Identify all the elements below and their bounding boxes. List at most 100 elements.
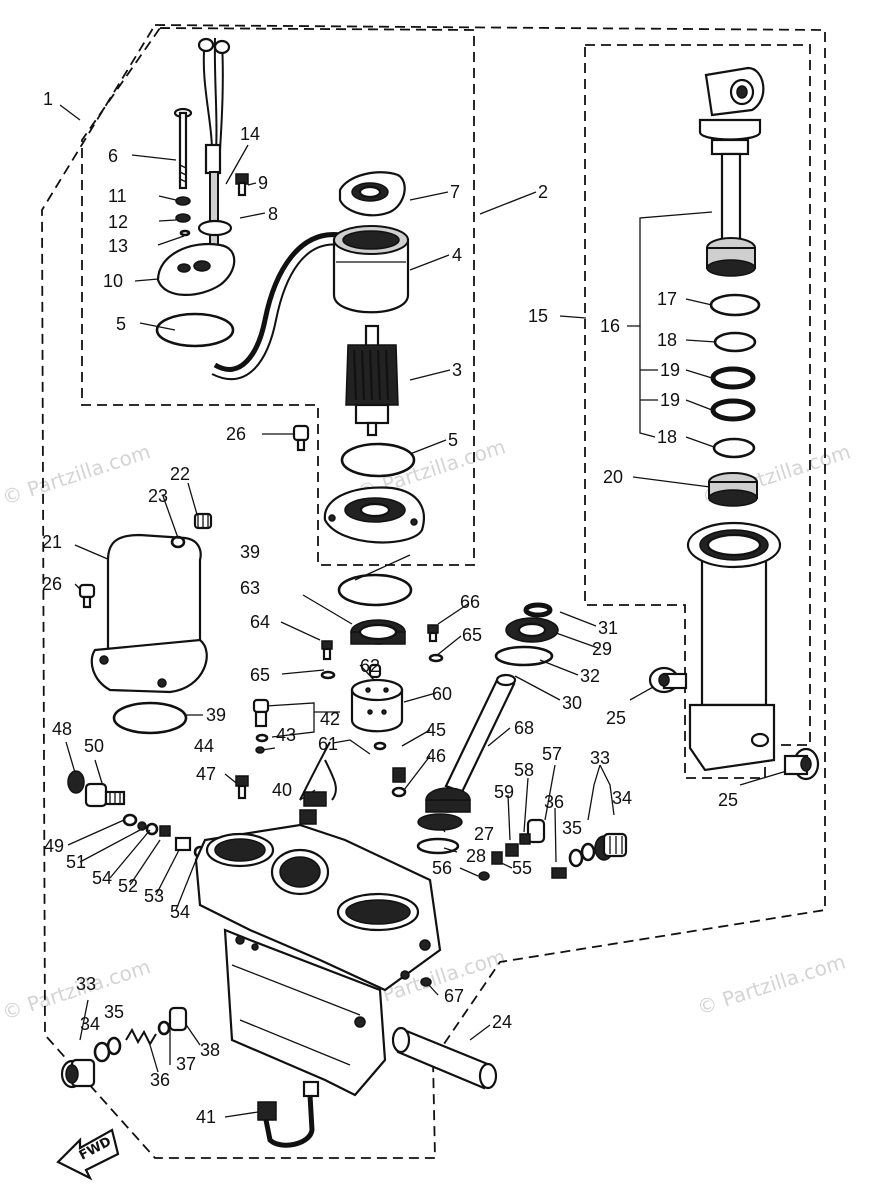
oring-35-right	[568, 848, 584, 868]
callout-label: 25	[718, 790, 738, 810]
pipe-40	[299, 741, 337, 825]
callout-label: 4	[452, 245, 462, 265]
cap-29	[505, 617, 559, 643]
oring-43	[255, 733, 269, 743]
callout-label: 31	[598, 618, 618, 638]
watermark-text: © Partzilla.com	[0, 439, 153, 510]
bolt-47	[235, 775, 249, 800]
callout-label: 68	[514, 718, 534, 738]
plug-57	[526, 818, 546, 844]
callout-label: 17	[657, 289, 677, 309]
oring-23	[170, 535, 186, 549]
callout-label: 55	[512, 858, 532, 878]
oring-65-right	[428, 653, 444, 663]
callout-label: 36	[544, 792, 564, 812]
washer-12	[175, 213, 191, 223]
leader-lines	[59, 104, 791, 1118]
callout-label: 15	[528, 306, 548, 326]
callout-label: 22	[170, 464, 190, 484]
callout-label: 62	[360, 656, 380, 676]
callout-label: 16	[600, 316, 620, 336]
callout-label: 20	[603, 467, 623, 487]
oring-5-lower	[340, 442, 416, 478]
callout-label: 64	[250, 612, 270, 632]
watermark-text: © Partzilla.com	[694, 949, 848, 1020]
callout-label: 3	[452, 360, 462, 380]
oring-39-lower	[112, 701, 188, 735]
callout-label: 45	[426, 720, 446, 740]
oring-31	[523, 602, 553, 618]
screw-26-lower	[78, 583, 96, 609]
callout-label: 11	[108, 186, 127, 206]
callout-labels: 1 2 3 4 5 5 6 7 8 9 10 11 12 13 14 15 16…	[42, 89, 738, 1127]
plug-62	[368, 663, 382, 679]
callout-label: 57	[542, 744, 562, 764]
motor-housing-4	[332, 225, 410, 314]
cylinder-assembly	[686, 66, 782, 772]
callout-label: 21	[42, 532, 62, 552]
plug-33-left	[60, 1058, 96, 1089]
callout-label: 58	[514, 760, 534, 780]
backup-ring-19-upper	[710, 366, 756, 390]
piston-52	[159, 825, 171, 837]
fwd-arrow-icon	[56, 1128, 120, 1181]
oring-30	[494, 645, 554, 667]
motor-assembly-2-outline	[81, 27, 475, 566]
callout-label: 60	[432, 684, 452, 704]
callout-label: 13	[108, 236, 128, 256]
callout-label: 23	[148, 486, 168, 506]
ring-63	[350, 619, 406, 645]
callout-label: 35	[104, 1002, 124, 1022]
ring-46	[391, 786, 407, 798]
callout-label: 1	[43, 89, 53, 109]
screw-67	[420, 977, 432, 987]
callout-label: 50	[84, 736, 104, 756]
oring-27	[417, 813, 463, 831]
oring-49	[122, 813, 138, 827]
oring-17	[709, 293, 761, 317]
shaft-68	[425, 673, 517, 813]
callout-label: 53	[144, 886, 164, 906]
ball-44	[255, 746, 265, 754]
callout-label: 54	[170, 902, 190, 922]
callout-label: 19	[660, 390, 680, 410]
oring-35-left	[106, 1036, 122, 1056]
pin-25-left	[648, 666, 688, 694]
callout-label: 18	[657, 427, 677, 447]
bolt-6	[173, 107, 193, 190]
callout-label: 37	[176, 1054, 196, 1074]
spring-36-left	[125, 1027, 157, 1047]
valve-50	[84, 782, 126, 808]
callout-label: 44	[194, 736, 214, 756]
callout-label: 38	[200, 1040, 220, 1060]
oring-39-upper	[337, 573, 413, 607]
oring-18-upper	[713, 331, 757, 353]
brush-holder-7	[338, 171, 406, 217]
washer-11	[175, 196, 191, 206]
oring-34-right	[580, 842, 596, 862]
callout-label: 47	[196, 764, 216, 784]
callout-label: 26	[226, 424, 246, 444]
oring-5-upper	[155, 312, 235, 348]
screw-64	[321, 640, 333, 661]
callout-label: 33	[76, 974, 96, 994]
backup-ring-19-lower	[710, 398, 756, 422]
callout-label: 48	[52, 719, 72, 739]
callout-label: 28	[466, 846, 486, 866]
callout-label: 10	[103, 271, 123, 291]
seat-53	[174, 836, 192, 852]
callout-label: 51	[66, 852, 86, 872]
wire-harness	[202, 39, 213, 151]
spring-36-right	[551, 867, 567, 879]
callout-label: 41	[196, 1107, 216, 1127]
fwd-indicator: FWD	[56, 1128, 120, 1181]
tilt-cylinder	[686, 521, 782, 772]
callout-label: 2	[538, 182, 548, 202]
oring-54-left	[145, 822, 159, 836]
oring-65-left	[320, 670, 336, 680]
ball-51	[137, 821, 147, 831]
armature-3	[345, 324, 399, 437]
valve-42	[252, 698, 270, 728]
ball-56	[478, 871, 490, 881]
oring-48	[67, 770, 85, 794]
